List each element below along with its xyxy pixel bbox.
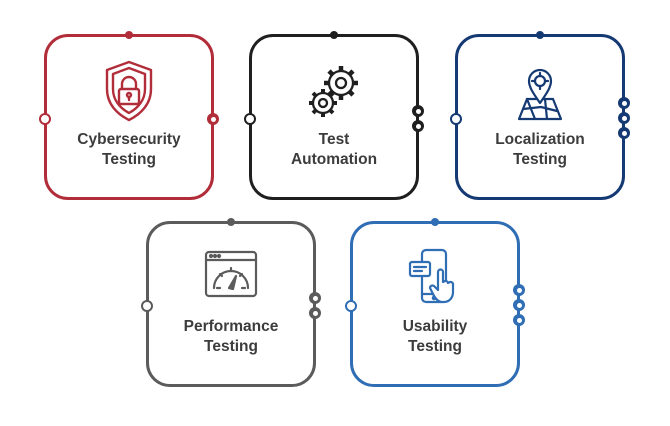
connector-ring xyxy=(513,299,525,311)
connector-ring xyxy=(450,113,462,125)
card-test-automation: Test Automation xyxy=(244,31,424,200)
shield-lock-icon xyxy=(94,59,164,123)
card-cybersecurity-testing: Cybersecurity Testing xyxy=(39,31,219,200)
card-usability-testing: Usability Testing xyxy=(345,218,525,387)
connector-ring xyxy=(244,113,256,125)
connector-dot xyxy=(536,31,544,39)
connector-ring xyxy=(309,307,321,319)
connector-ring xyxy=(39,113,51,125)
connector-ring xyxy=(412,120,424,132)
card-title-line2: Testing xyxy=(102,151,156,168)
card-performance-testing: Performance Testing xyxy=(141,218,321,387)
map-pin-icon xyxy=(505,59,575,123)
connector-ring xyxy=(513,284,525,296)
card-title-line1: Test xyxy=(318,131,350,148)
connector-dot xyxy=(227,218,235,226)
speedometer-window-icon xyxy=(196,246,266,310)
connector-ring xyxy=(618,127,630,139)
connector-ring xyxy=(513,314,525,326)
connector-ring xyxy=(141,300,153,312)
connector-dot xyxy=(431,218,439,226)
connector-ring xyxy=(618,112,630,124)
card-title-line1: Performance xyxy=(183,318,279,335)
card-title-line1: Localization xyxy=(495,131,585,148)
card-title-line1: Usability xyxy=(402,318,468,335)
card-localization-testing: Localization Testing xyxy=(450,31,630,200)
connector-dot xyxy=(125,31,133,39)
card-title-line2: Testing xyxy=(513,151,567,168)
connector-ring xyxy=(309,292,321,304)
card-title-line2: Testing xyxy=(408,338,462,355)
card-title-line1: Cybersecurity xyxy=(77,131,181,148)
connector-ring xyxy=(618,97,630,109)
gears-icon xyxy=(299,59,369,123)
card-title-line2: Testing xyxy=(204,338,258,355)
connector-ring xyxy=(412,105,424,117)
connector-ring xyxy=(345,300,357,312)
card-title-line2: Automation xyxy=(290,151,378,168)
connector-dot xyxy=(330,31,338,39)
connector-ring xyxy=(207,113,219,125)
phone-touch-icon xyxy=(400,246,470,310)
